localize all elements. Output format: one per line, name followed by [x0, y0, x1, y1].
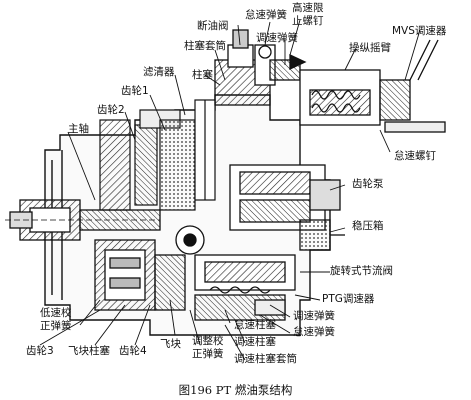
- ptg-governor: [194, 254, 296, 321]
- plunger-block: [214, 29, 301, 106]
- label-ptg-governor: PTG调速器: [322, 293, 375, 305]
- label-plunger: 柱塞: [192, 69, 213, 81]
- label-gear-pump: 齿轮泵: [352, 178, 384, 190]
- label-plunger-sleeve: 柱塞套筒: [184, 40, 226, 52]
- label-adjust-spring-2: 正弹簧: [192, 348, 224, 360]
- filter: [159, 99, 216, 211]
- pulsation-damper: [299, 219, 345, 251]
- label-flyweight: 飞块: [160, 338, 181, 350]
- label-gear-2: 齿轮2: [97, 104, 125, 116]
- label-idle-spring-mid: 怠速弹簧: [293, 326, 335, 338]
- label-gear-4: 齿轮4: [119, 345, 147, 357]
- label-governor-spring-top: 调速弹簧: [256, 32, 298, 44]
- mvs-governor: [289, 39, 446, 133]
- label-gear-3: 齿轮3: [26, 345, 54, 357]
- label-main-shaft: 主轴: [68, 123, 89, 135]
- label-filter: 滤清器: [143, 66, 175, 78]
- leader-lines: [39, 19, 421, 361]
- label-governor-spring-mid: 调速弹簧: [293, 310, 335, 322]
- gear-pump: [229, 164, 341, 231]
- label-idle-screw: 怠速螺钉: [394, 150, 436, 162]
- flyweight-assembly: [94, 225, 205, 311]
- label-gear-1: 齿轮1: [121, 85, 149, 97]
- label-rotary-throttle: 旋转式节流阀: [330, 265, 393, 277]
- label-shutoff-valve: 断油阀: [197, 20, 229, 32]
- label-pressure-box: 稳压箱: [352, 220, 384, 232]
- label-control-lever: 操纵摇臂: [349, 42, 391, 54]
- label-flyweight-plunger: 飞块柱塞: [68, 345, 110, 357]
- figure-caption: 图196 PT 燃油泵结构: [178, 383, 293, 397]
- label-governor-plunger: 调速柱塞: [234, 336, 276, 348]
- main-shaft: [5, 199, 161, 241]
- label-low-speed-spring-2: 正弹簧: [40, 320, 72, 332]
- label-mvs-governor: MVS调速器: [392, 25, 447, 37]
- label-adjust-spring-1: 调整校: [192, 335, 224, 347]
- label-low-speed-spring-1: 低速校: [40, 307, 72, 319]
- label-stop-screw: 止螺钉: [292, 15, 324, 27]
- label-idle-plunger: 怠速柱塞: [234, 319, 276, 331]
- label-governor-plunger-sleeve: 调速柱塞套筒: [234, 353, 297, 365]
- label-idle-spring-top: 怠速弹簧: [245, 9, 287, 21]
- label-high-speed-limit: 高速限: [292, 2, 324, 14]
